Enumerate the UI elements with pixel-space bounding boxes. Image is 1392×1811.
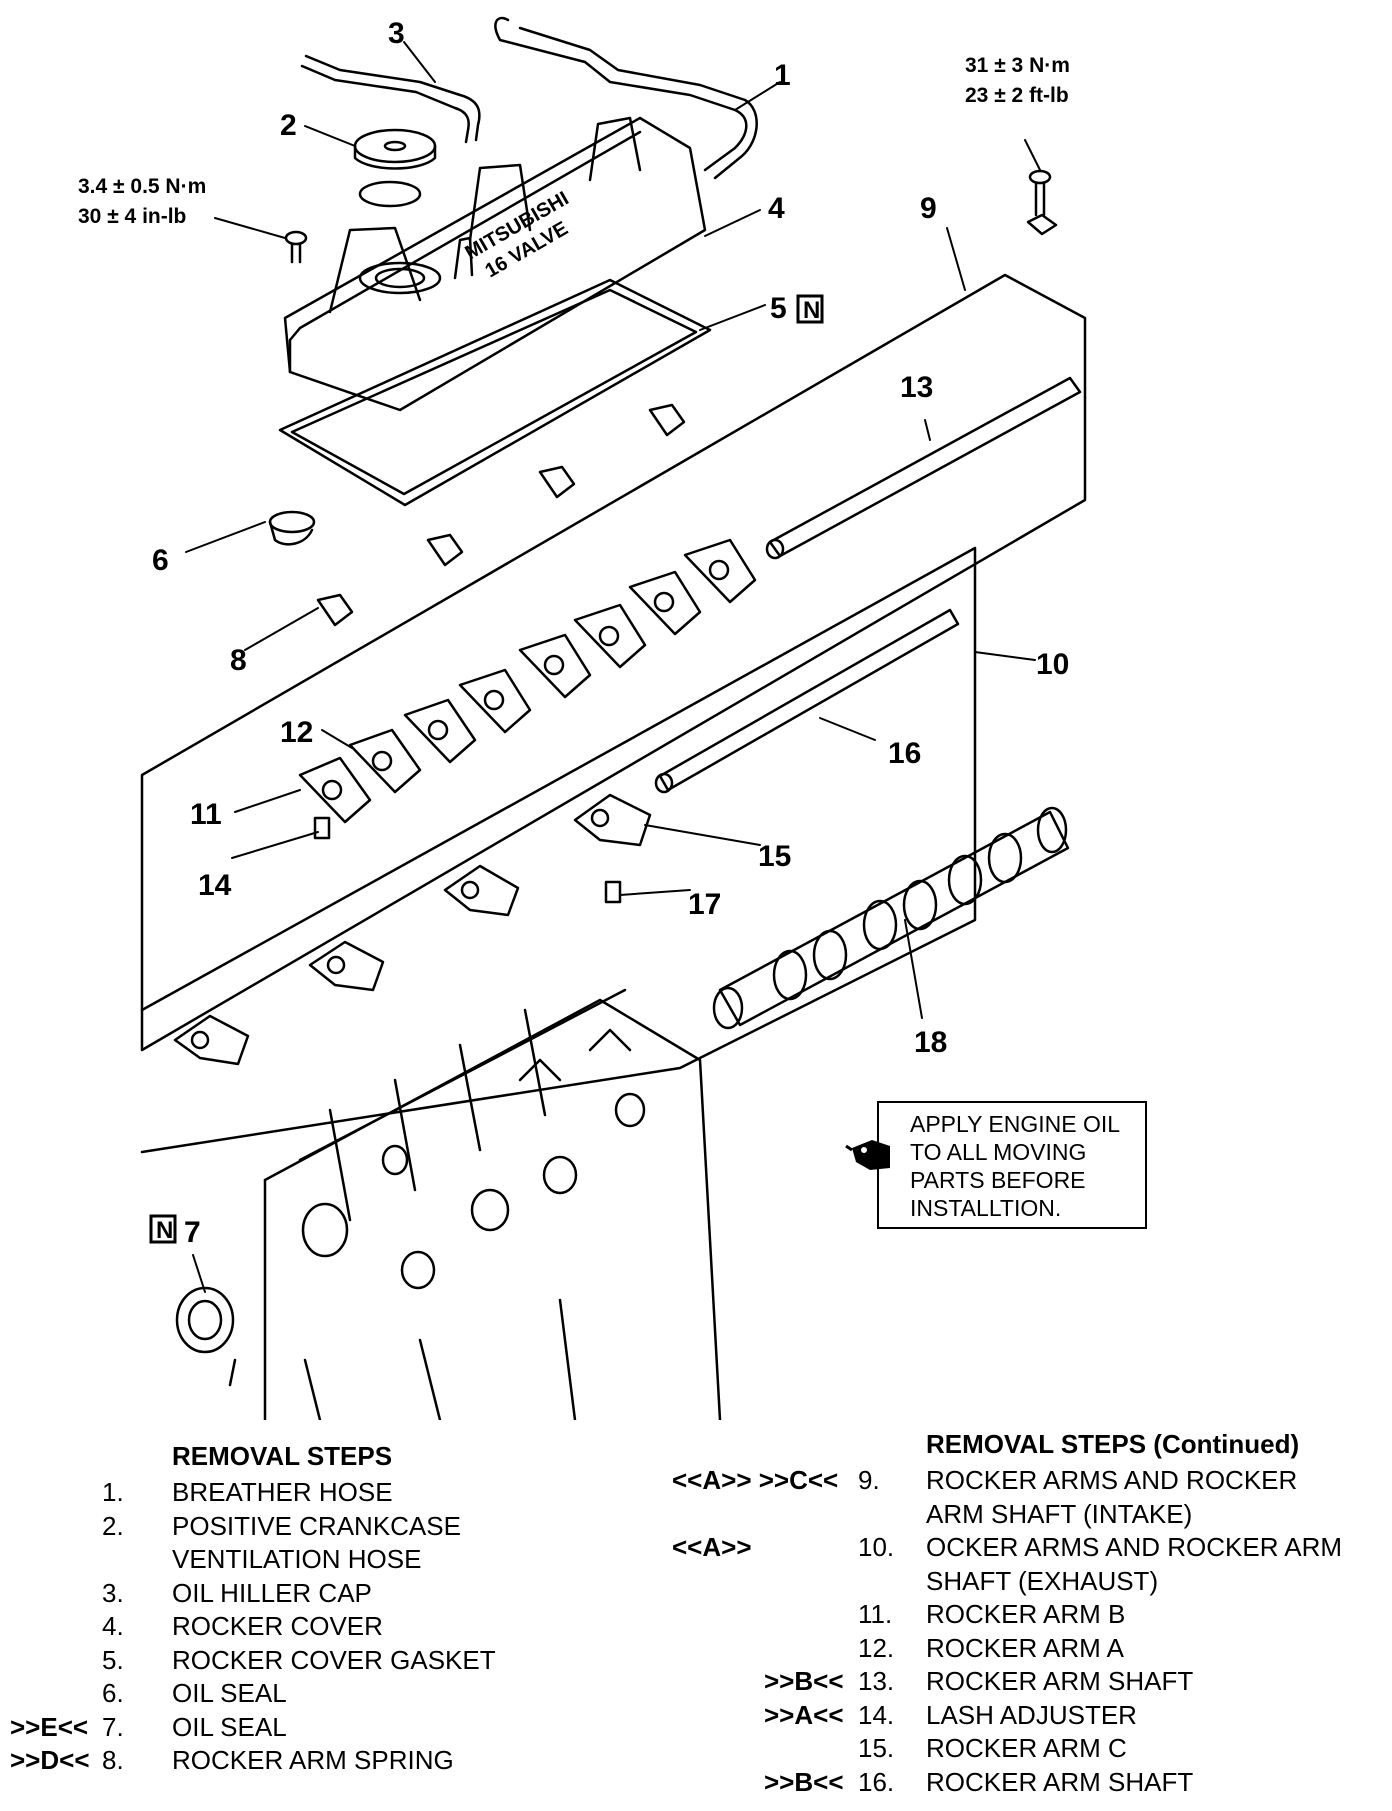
step-row: ARM SHAFT (INTAKE): [926, 1498, 1193, 1529]
rocker-cover-gasket: [278, 278, 712, 507]
step-row: 3.OIL HILLER CAP: [102, 1577, 372, 1608]
note-line-4: INSTALLTION.: [910, 1195, 1061, 1221]
group-outline-intake: [140, 273, 1087, 1052]
breather-hose: [494, 16, 748, 172]
callout-5: 5: [770, 292, 787, 325]
step-row: 2.POSITIVE CRANKCASE: [102, 1510, 461, 1541]
removal-steps-heading: REMOVAL STEPS: [172, 1441, 393, 1471]
cylinder-head: [228, 988, 722, 1420]
step-row: 15.ROCKER ARM C: [858, 1733, 1127, 1763]
bolt-right: [1026, 169, 1058, 236]
callout-13: 13: [900, 371, 933, 404]
callout-7: 7: [184, 1216, 201, 1249]
lash-adjuster-14: [313, 816, 331, 840]
new-part-mark-5: N: [796, 294, 824, 324]
camshaft: [712, 806, 1070, 1030]
rocker-arms-exhaust: [173, 793, 652, 1066]
callout-10: 10: [1036, 648, 1069, 681]
step-row: 12.ROCKER ARM A: [858, 1632, 1124, 1663]
step-row: <<A>>10.OCKER ARMS AND ROCKER ARM: [672, 1532, 1343, 1562]
callout-3: 3: [388, 17, 405, 50]
svg-text:N: N: [803, 297, 820, 324]
callout-15: 15: [758, 840, 791, 873]
leader-lines: [185, 41, 1041, 1293]
oil-seal-6: [268, 510, 316, 546]
note-line-1: APPLY ENGINE OIL: [910, 1111, 1120, 1137]
torque-right-ftlb: 23 ± 2 ft-lb: [965, 84, 1069, 107]
step-row: SHAFT (EXHAUST): [926, 1565, 1159, 1596]
torque-right-nm: 31 ± 3 N·m: [965, 54, 1070, 77]
callout-11: 11: [190, 798, 222, 831]
callout-14: 14: [198, 869, 232, 902]
rocker-arms-intake: [298, 538, 757, 824]
callout-17: 17: [688, 888, 721, 921]
torque-left-inlb: 30 ± 4 in-lb: [78, 205, 186, 228]
callout-18: 18: [914, 1026, 947, 1059]
step-row: >>B<<13.ROCKER ARM SHAFT: [764, 1666, 1194, 1696]
svg-text:N: N: [156, 1217, 173, 1244]
rocker-shaft-exhaust: [658, 608, 960, 792]
oil-can-icon: [845, 1140, 890, 1170]
removal-steps-continued-heading: REMOVAL STEPS (Continued): [926, 1429, 1300, 1459]
callout-6: 6: [152, 544, 169, 577]
new-part-mark-7: N: [149, 1214, 177, 1244]
callout-2: 2: [280, 109, 297, 142]
callout-9: 9: [920, 192, 937, 225]
step-row: 1.BREATHER HOSE: [102, 1477, 393, 1507]
callout-8: 8: [230, 644, 247, 677]
rocker-shaft-intake: [768, 376, 1082, 558]
callout-16: 16: [888, 737, 921, 770]
callout-4: 4: [768, 192, 785, 225]
step-row: 4.ROCKER COVER: [102, 1611, 383, 1641]
removal-steps-section: REMOVAL STEPS 1.BREATHER HOSE 2.POSITIVE…: [0, 1429, 1392, 1804]
callout-12: 12: [280, 716, 313, 749]
step-row: 5.ROCKER COVER GASKET: [102, 1644, 496, 1675]
step-row: 6.OIL SEAL: [102, 1678, 287, 1708]
step-row: >>A<<14.LASH ADJUSTER: [764, 1699, 1137, 1730]
exploded-view-diagram: MITSUBISHI 16 VALVE: [78, 16, 1147, 1420]
step-row: >>B<<16.ROCKER ARM SHAFT: [764, 1766, 1194, 1797]
rocker-arm-springs: [316, 403, 686, 627]
note-box: APPLY ENGINE OIL TO ALL MOVING PARTS BEF…: [845, 1101, 1147, 1229]
pcv-hose: [304, 54, 481, 142]
rocker-cover: MITSUBISHI 16 VALVE: [283, 116, 707, 412]
lash-adjuster-17: [604, 880, 622, 904]
removal-steps-continued-list: REMOVAL STEPS (Continued) <<A>> >>C<<9.R…: [640, 1429, 1392, 1811]
group-outline-exhaust: [140, 546, 977, 1154]
step-row: >>D<<8.ROCKER ARM SPRING: [10, 1745, 454, 1775]
step-row: <<A>> >>C<<9.ROCKER ARMS AND ROCKER: [672, 1465, 1298, 1495]
note-line-3: PARTS BEFORE: [910, 1167, 1086, 1193]
bolt-left: [284, 230, 308, 264]
step-row: >>E<<7.OIL SEAL: [10, 1711, 287, 1742]
removal-steps-list: REMOVAL STEPS 1.BREATHER HOSE 2.POSITIVE…: [0, 1440, 640, 1778]
torque-left-nm: 3.4 ± 0.5 N·m: [78, 175, 206, 198]
oil-filler-cap: [353, 128, 437, 208]
note-line-2: TO ALL MOVING: [910, 1139, 1086, 1165]
step-row: 11.ROCKER ARM B: [858, 1599, 1126, 1629]
step-row: VENTILATION HOSE: [172, 1544, 422, 1574]
callout-1: 1: [774, 59, 791, 92]
oil-seal-7: [175, 1286, 235, 1354]
